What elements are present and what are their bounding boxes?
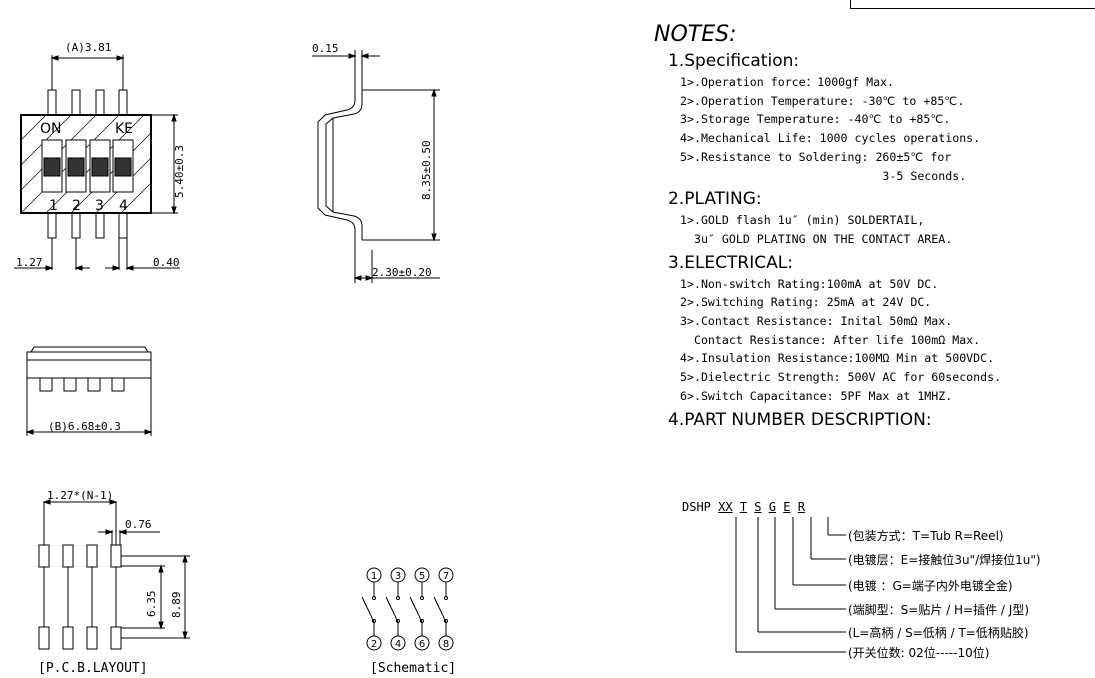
pin-8: 8	[443, 639, 449, 650]
schematic	[361, 567, 454, 651]
ke-label: KE	[115, 121, 133, 137]
pin-4: 4	[395, 639, 401, 650]
electrical-list: 1>.Non-switch Rating:100mA at 50V DC. 2>…	[650, 275, 1090, 406]
dim-pitch-label: 1.27	[16, 256, 43, 269]
dim-inner-label: 6.35	[145, 591, 158, 618]
electrical-item: 1>.Non-switch Rating:100mA at 50V DC.	[680, 276, 939, 291]
plating-item: 3u″ GOLD PLATING ON THE CONTACT AREA.	[680, 231, 953, 246]
notes-panel: NOTES: 1.Specification: 1>.Operation for…	[650, 22, 1090, 432]
plating-item: 1>.GOLD flash 1u″ (min) SOLDERTAIL,	[680, 213, 925, 228]
part-number-code: DSHP XX T S G E R	[682, 500, 805, 514]
dim-span-label: 1.27*(N-1)	[47, 489, 113, 502]
pn-desc-positions: (开关位数: 02位-----10位)	[848, 646, 990, 660]
section-electrical-heading: 3.ELECTRICAL:	[668, 252, 793, 273]
section-plating-heading: 2.PLATING:	[668, 189, 762, 210]
electrical-item: 6>.Switch Capacitance: 5PF Max at 1MHZ.	[680, 388, 953, 403]
specification-list: 1>.Operation force：1000gf Max. 2>.Operat…	[650, 73, 1090, 185]
spec-item: 1>.Operation force：1000gf Max.	[680, 75, 895, 89]
pn-desc-handle: (L=高柄 / S=低柄 / T=低柄贴胶)	[848, 626, 1029, 640]
electrical-item: 4>.Insulation Resistance:100MΩ Min at 50…	[680, 351, 995, 366]
pn-desc-plating: (电镀 ：G=端子内外电镀全金)	[848, 579, 1013, 593]
section-specification-heading: 1.Specification:	[668, 51, 800, 71]
pn-code-plating: G	[768, 500, 776, 514]
side-view	[312, 50, 440, 283]
spec-item: 3-5 Seconds.	[680, 168, 967, 183]
spec-item: 3>.Storage Temperature: -40℃ to +85℃.	[680, 112, 951, 127]
front-view	[25, 346, 153, 436]
pin-1: 1	[371, 571, 377, 582]
pn-code-handle: T	[739, 500, 748, 514]
pin-number-4: 4	[119, 198, 128, 214]
top-view	[14, 55, 180, 271]
pin-5: 5	[419, 571, 425, 582]
dim-thickness-label: 0.15	[312, 42, 339, 55]
dim-outer-label: 8.89	[170, 592, 183, 619]
dim-pin-width-label: 0.40	[153, 256, 180, 269]
part-number-leaders	[735, 517, 846, 653]
pin-number-1: 1	[49, 198, 58, 214]
pn-code-packaging: R	[797, 500, 805, 514]
spec-item: 2>.Operation Temperature: -30℃ to +85℃.	[680, 93, 965, 108]
pn-prefix: DSHP	[682, 500, 711, 514]
pin-7: 7	[443, 571, 449, 582]
schematic-caption: [Schematic]	[370, 661, 456, 676]
pin-2: 2	[371, 639, 377, 650]
pn-code-plating-layer: E	[783, 500, 791, 514]
pin-number-3: 3	[95, 198, 104, 214]
title-block-corner	[850, 0, 1095, 9]
pcb-layout	[38, 499, 190, 650]
pin-6: 6	[419, 639, 425, 650]
pn-code-terminal: S	[754, 500, 762, 514]
pn-desc-plating-layer: (电镀层：E=接触位3u"/焊接位1u")	[848, 553, 1041, 567]
electrical-item: 2>.Switching Rating: 25mA at 24V DC.	[680, 295, 932, 310]
dim-depth-label: 2.30±0.20	[372, 266, 432, 279]
dim-height-label: 5.40±0.3	[173, 145, 186, 198]
pin-3: 3	[395, 571, 401, 582]
electrical-item: Contact Resistance: After life 100mΩ Max…	[680, 332, 981, 347]
on-label: ON	[40, 121, 62, 137]
spec-item: 4>.Mechanical Life: 1000 cycles operatio…	[680, 131, 981, 146]
dim-pad-label: 0.76	[125, 518, 152, 531]
pin-number-2: 2	[72, 198, 81, 214]
pn-desc-packaging: (包装方式：T=Tub R=Reel)	[848, 529, 1004, 543]
section-part-number-heading: 4.PART NUMBER DESCRIPTION:	[668, 409, 932, 430]
pn-desc-terminal: (端脚型：S=贴片 / H=插件 / J型)	[848, 603, 1029, 617]
electrical-item: 3>.Contact Resistance: Inital 50mΩ Max.	[680, 314, 953, 329]
plating-list: 1>.GOLD flash 1u″ (min) SOLDERTAIL, 3u″ …	[650, 211, 1090, 248]
spec-item: 5>.Resistance to Soldering: 260±5℃ for	[680, 149, 952, 164]
notes-title: NOTES:	[654, 22, 737, 47]
electrical-item: 5>.Dielectric Strength: 500V AC for 60se…	[680, 370, 1002, 385]
dim-b-label: (B)6.68±0.3	[48, 420, 121, 433]
side-height-label: 8.35±0.50	[420, 140, 433, 200]
dim-a-label: (A)3.81	[65, 41, 111, 54]
pcb-layout-caption: [P.C.B.LAYOUT]	[38, 661, 148, 676]
pn-code-positions: XX	[718, 500, 733, 514]
